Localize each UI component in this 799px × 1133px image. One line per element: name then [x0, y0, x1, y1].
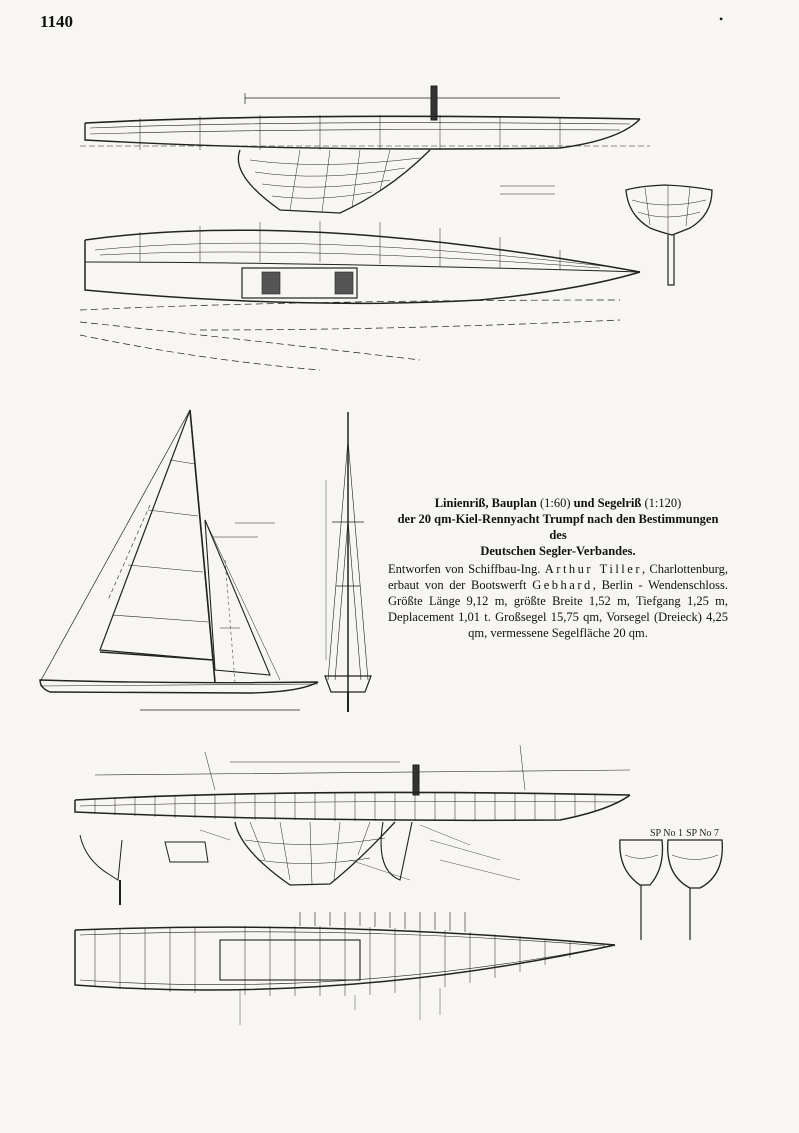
page-number: 1140 — [40, 12, 74, 31]
caption-specifications: Größte Länge 9,12 m, größte Breite 1,52 … — [388, 594, 728, 640]
caption-scale-2: (1:120) — [644, 496, 682, 510]
caption-designer-intro: Entworfen von Schiffbau-Ing. — [388, 562, 541, 576]
rigging-front-view — [324, 412, 372, 712]
sail-plan-drawing — [39, 409, 319, 711]
caption-builder-location: , Berlin - Wendenschloss. — [592, 578, 728, 592]
corner-mark: • — [719, 12, 724, 26]
caption-title: Linienriß, Bauplan (1:60) und Segelriß (… — [388, 495, 728, 559]
caption-builder-intro: , Charlottenburg, erbaut von der Bootswe… — [388, 562, 728, 592]
caption-title-line2: der 20 qm-Kiel-Rennyacht Trumpf nach den… — [397, 512, 719, 542]
section-label-sp1: SP No 1 — [650, 828, 683, 839]
caption-designer: Arthur Tiller — [544, 562, 642, 576]
section-label-sp7: SP No 7 — [686, 828, 719, 839]
caption-title-part1: Linienriß, Bauplan — [434, 496, 537, 510]
lines-plan-drawing — [79, 85, 713, 371]
caption-title-line3: Deutschen Segler-Verbandes. — [480, 544, 636, 558]
caption-title-and: und Segelriß — [573, 496, 642, 510]
caption-body: Entworfen von Schiffbau-Ing. Arthur Till… — [388, 561, 728, 641]
caption-scale-1: (1:60) — [539, 496, 571, 510]
construction-plan-drawing: SP No 1 SP No 7 — [74, 744, 723, 1025]
figure-caption: Linienriß, Bauplan (1:60) und Segelriß (… — [388, 495, 728, 641]
caption-builder: Gebhard — [532, 578, 593, 592]
